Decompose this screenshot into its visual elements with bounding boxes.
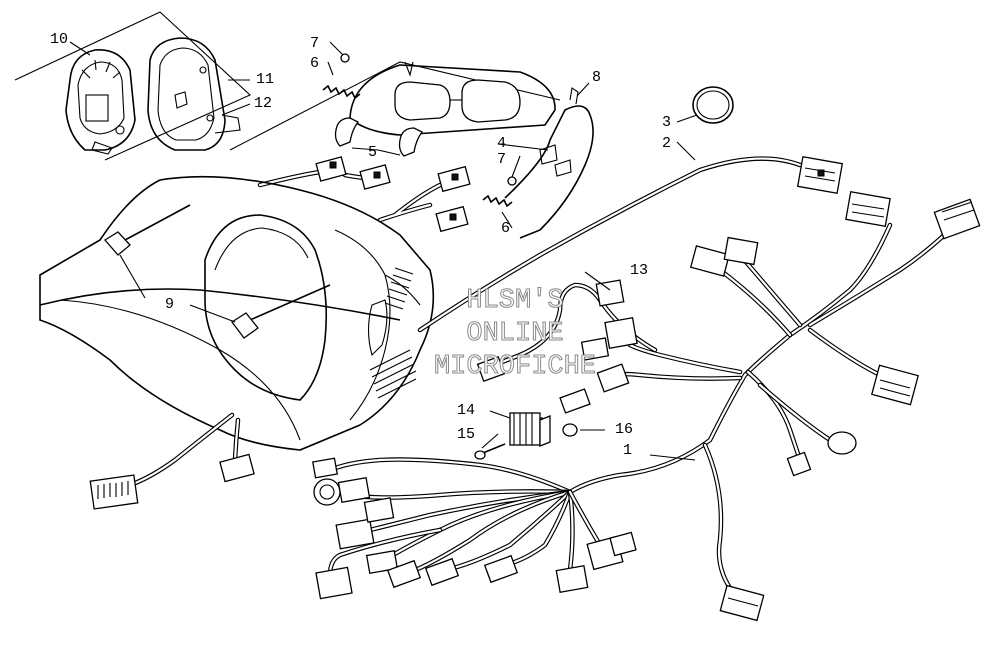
circlip [676, 86, 734, 124]
headlight-pod [229, 41, 594, 239]
watermark-line-3: MICROFICHE [433, 352, 597, 383]
callout-4: 4 [497, 135, 507, 152]
watermark-line-1: HLSM'S [466, 286, 564, 317]
callout-1: 1 [623, 442, 633, 459]
headlight-pigtails [257, 156, 471, 233]
callout-14: 14 [457, 402, 476, 419]
front-hood-body [39, 175, 435, 510]
callout-12: 12 [254, 95, 273, 112]
voltage-regulator [474, 271, 611, 460]
callout-13: 13 [630, 262, 649, 279]
callout-3: 3 [662, 114, 672, 131]
callout-9: 9 [165, 296, 175, 313]
callout-15: 15 [457, 426, 476, 443]
callout-11: 11 [256, 71, 275, 88]
callout-5: 5 [368, 144, 378, 161]
watermark: HLSM'S ONLINE MICROFICHE [395, 285, 635, 384]
callout-16: 16 [615, 421, 634, 438]
callout-8: 8 [592, 69, 602, 86]
callout-10: 10 [50, 31, 69, 48]
callout-7-lower: 7 [497, 151, 507, 168]
callout-7-upper: 7 [310, 35, 320, 52]
harness-2 [417, 141, 844, 333]
bulb-sockets [334, 117, 423, 157]
speedometer-assembly [14, 11, 251, 161]
harness-1 [312, 190, 981, 622]
callout-6-lower: 6 [501, 220, 511, 237]
watermark-line-2: ONLINE [466, 319, 564, 350]
callout-2: 2 [662, 135, 672, 152]
callout-6-upper: 6 [310, 55, 320, 72]
